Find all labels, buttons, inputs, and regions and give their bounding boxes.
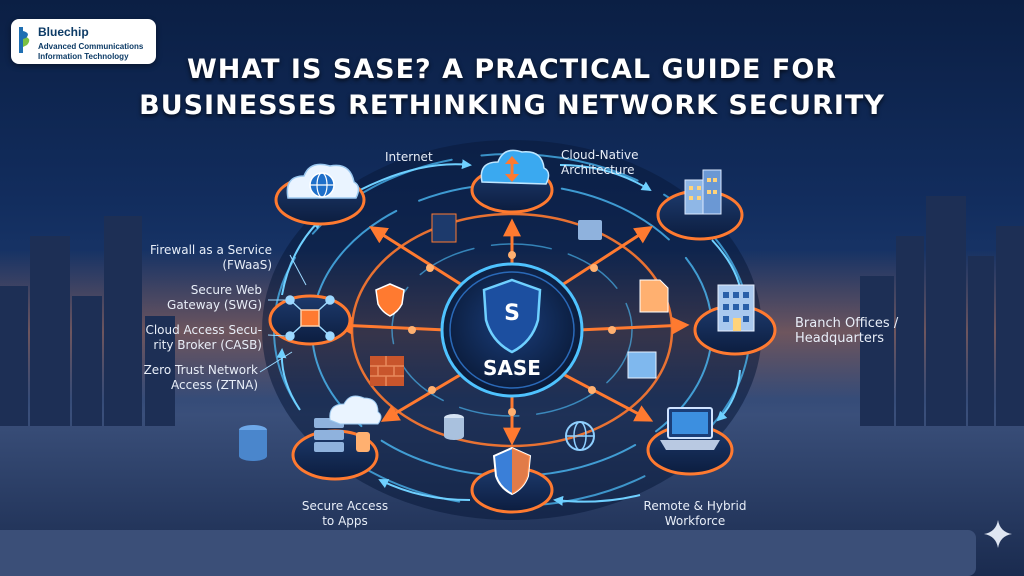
label-cloud-native: Cloud-Native Architecture bbox=[561, 148, 638, 178]
label-ztna-2: Access (ZTNA) bbox=[171, 378, 258, 392]
firewall-icon bbox=[370, 356, 404, 386]
outer-arrows bbox=[276, 159, 747, 506]
label-branch: Branch Offices / Headquarters bbox=[795, 316, 898, 346]
hub-letter: S bbox=[504, 301, 520, 326]
bluechip-logo-icon bbox=[19, 27, 30, 53]
cloud-upload-icon bbox=[480, 149, 550, 185]
label-remote-2: Workforce bbox=[664, 514, 726, 528]
label-apps: Secure Access to Apps bbox=[280, 499, 410, 529]
label-cloud-native-1: Cloud-Native bbox=[561, 148, 639, 162]
label-ztna-1: Zero Trust Network bbox=[143, 363, 258, 377]
document-icon bbox=[431, 213, 669, 379]
label-remote-1: Remote & Hybrid bbox=[643, 499, 747, 513]
bottom-bar bbox=[0, 530, 976, 576]
logo-line-1: Advanced Communications bbox=[38, 42, 144, 51]
sase-hub bbox=[440, 262, 584, 398]
small-shield-icon bbox=[375, 283, 405, 317]
company-logo[interactable]: Bluechip Advanced Communications Informa… bbox=[11, 19, 156, 64]
logo-name: Bluechip bbox=[38, 25, 89, 39]
building-icon bbox=[684, 169, 722, 215]
page-title-line-2: BUSINESSES RETHINKING NETWORK SECURITY bbox=[139, 90, 885, 121]
label-branch-2: Headquarters bbox=[795, 331, 885, 346]
logo-line-2: Information Technology bbox=[38, 52, 129, 61]
label-swg-2: Gateway (SWG) bbox=[167, 298, 262, 312]
label-fwaas-1: Firewall as a Service bbox=[149, 243, 272, 257]
label-remote: Remote & Hybrid Workforce bbox=[630, 499, 760, 529]
laptop-icon bbox=[660, 407, 720, 450]
database-icon bbox=[239, 414, 464, 461]
sase-shield-icon bbox=[482, 278, 542, 354]
label-casb-2: rity Broker (CASB) bbox=[153, 338, 262, 352]
server-cloud-icon bbox=[314, 395, 382, 452]
label-cloud-native-2: Architecture bbox=[561, 163, 635, 177]
hub-spokes bbox=[334, 218, 690, 446]
label-ztna: Zero Trust Network Access (ZTNA) bbox=[100, 363, 258, 393]
label-apps-2: to Apps bbox=[322, 514, 368, 528]
label-casb: Cloud Access Secu- rity Broker (CASB) bbox=[100, 323, 262, 353]
shield-icon bbox=[492, 446, 532, 496]
label-swg: Secure Web Gateway (SWG) bbox=[120, 283, 262, 313]
page-title-line-1: WHAT IS SASE? A PRACTICAL GUIDE FOR bbox=[186, 54, 838, 85]
label-apps-1: Secure Access bbox=[301, 499, 389, 513]
sparkle-icon[interactable] bbox=[982, 518, 1014, 550]
network-lock-icon bbox=[285, 295, 335, 341]
label-fwaas: Firewall as a Service (FWaaS) bbox=[120, 243, 272, 273]
label-casb-1: Cloud Access Secu- bbox=[145, 323, 262, 337]
label-leaders bbox=[259, 254, 307, 373]
label-internet: Internet bbox=[385, 150, 433, 164]
hub-label: SASE bbox=[483, 356, 541, 380]
office-building-icon bbox=[717, 284, 755, 332]
spoke-nodes bbox=[408, 251, 616, 416]
globe-cloud-icon bbox=[286, 163, 360, 199]
globe-icon bbox=[565, 421, 595, 451]
label-swg-1: Secure Web bbox=[190, 283, 262, 297]
label-branch-1: Branch Offices / bbox=[795, 316, 899, 331]
label-fwaas-2: (FWaaS) bbox=[222, 258, 272, 272]
